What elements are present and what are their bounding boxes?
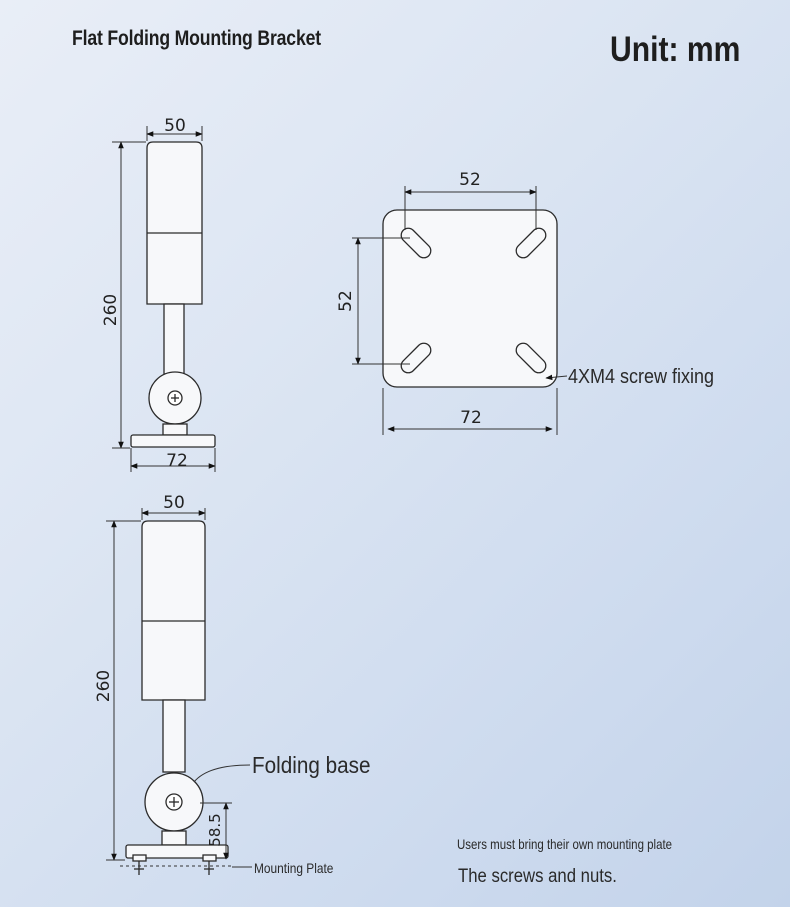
note-line-1: Users must bring their own mounting plat… [457, 836, 673, 852]
base-plate [130, 434, 216, 448]
slot-hole [515, 342, 547, 374]
base-height-label: 58.5 [206, 813, 224, 846]
upper-base-width-label: 72 [166, 451, 188, 471]
upper-side-view [130, 141, 216, 448]
diagram-title: Flat Folding Mounting Bracket [72, 27, 321, 50]
light-tower-body [141, 520, 206, 701]
upper-height-label: 260 [101, 294, 121, 326]
light-tower-body [146, 141, 203, 305]
plate-width-label: 72 [460, 408, 482, 428]
base-neck [162, 423, 188, 436]
lower-dimensions [106, 508, 252, 868]
upper-dimensions [112, 126, 216, 472]
slot-hole [400, 227, 432, 259]
upper-width-label: 50 [164, 116, 186, 136]
plate-dimensions [352, 186, 568, 435]
screw-nut [132, 854, 147, 862]
pole [163, 303, 185, 375]
slot-hole [515, 227, 547, 259]
base-neck [161, 830, 187, 846]
hole-spacing-h-label: 52 [459, 170, 481, 190]
lower-height-label: 260 [94, 670, 114, 702]
screw-nut [202, 854, 217, 862]
folding-base-label: Folding base [252, 752, 371, 778]
mounting-plate-view [382, 209, 558, 388]
lower-side-view [125, 520, 229, 875]
hole-spacing-v-label: 52 [336, 290, 356, 312]
lower-width-label: 50 [163, 493, 185, 513]
folding-leader [193, 764, 251, 783]
screw-fixing-label: 4XM4 screw fixing [568, 366, 715, 388]
note-line-2: The screws and nuts. [458, 866, 617, 887]
slot-hole [400, 342, 432, 374]
unit-label: Unit: mm [610, 30, 741, 69]
pole [162, 699, 186, 773]
mounting-plate-label: Mounting Plate [254, 860, 334, 876]
screw-leader [545, 374, 568, 381]
